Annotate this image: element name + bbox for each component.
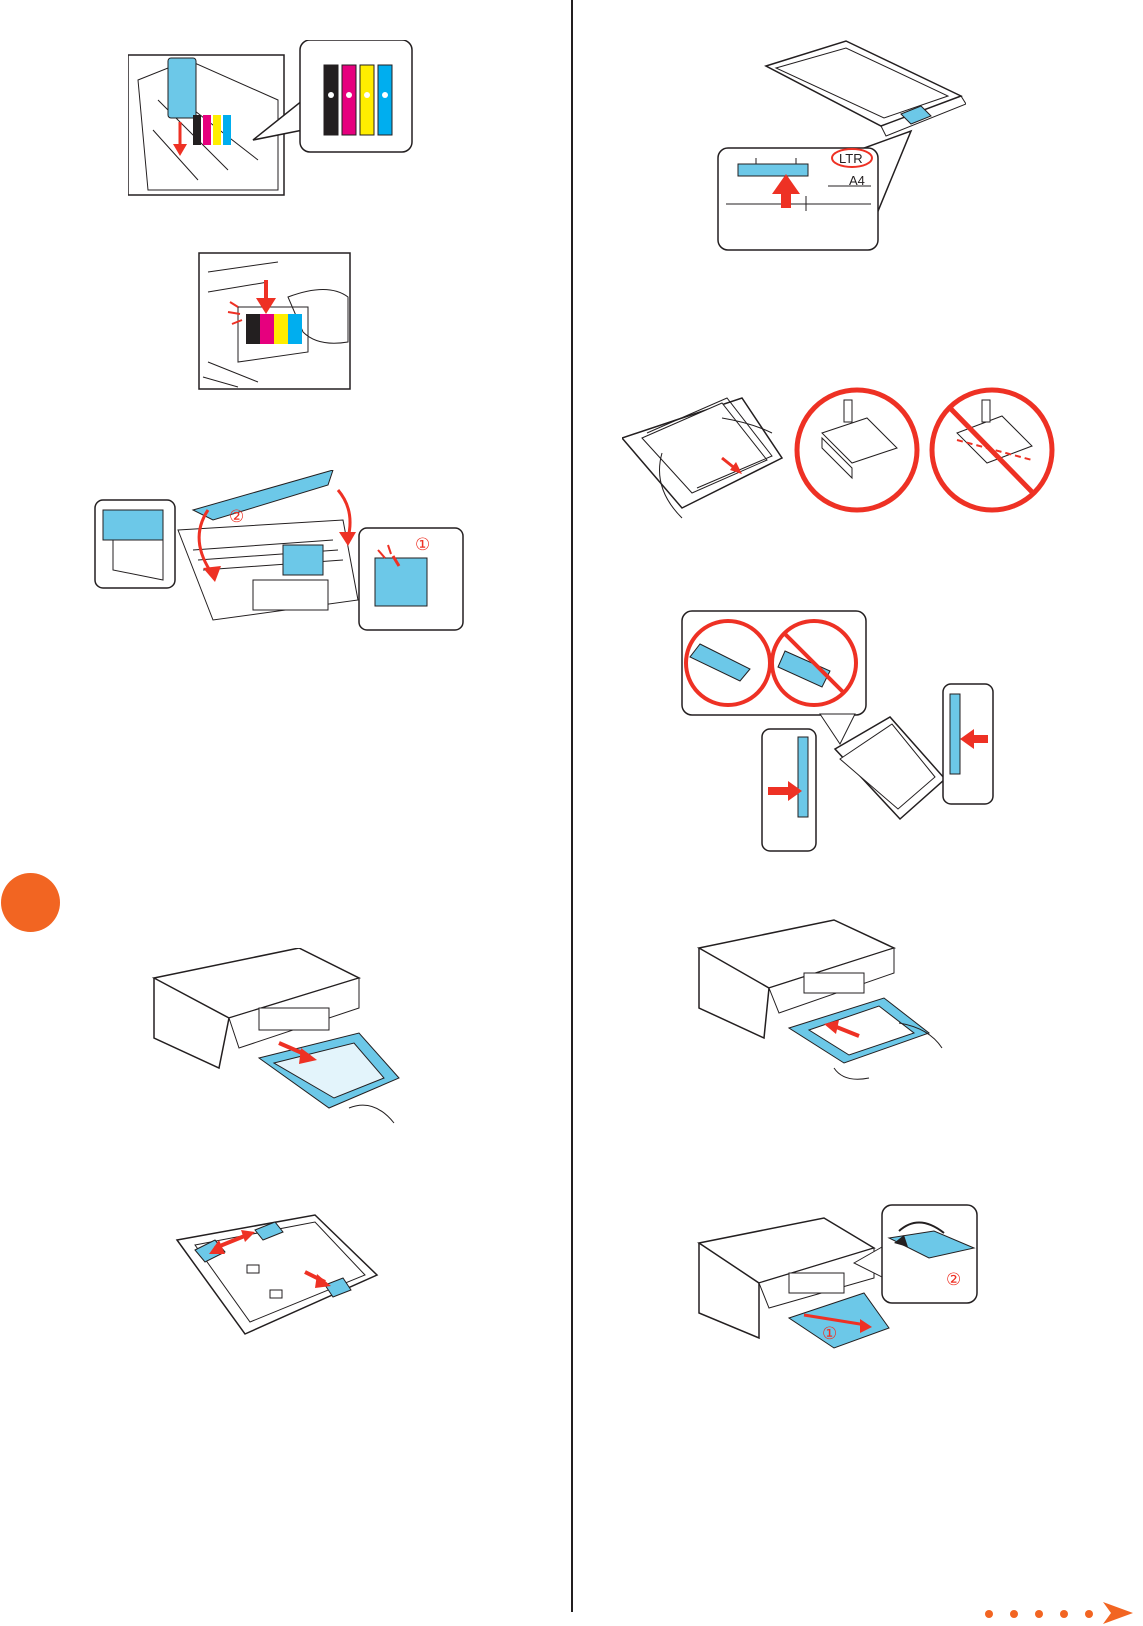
figure-insert-cartridge bbox=[128, 40, 428, 200]
figure-press-cartridge bbox=[198, 252, 351, 390]
column-divider bbox=[571, 0, 573, 1612]
step-one-label: ① bbox=[822, 1324, 837, 1344]
figure-load-paper bbox=[622, 378, 1059, 528]
step-one-label: ① bbox=[415, 535, 430, 555]
figure-guides-against-paper bbox=[680, 609, 995, 853]
figure-paper-size-guide: LTR A4 bbox=[716, 36, 966, 253]
step-two-label: ② bbox=[946, 1270, 961, 1290]
figure-slide-guides bbox=[175, 1210, 379, 1336]
figure-pull-cassette bbox=[149, 948, 402, 1136]
figure-close-scanner: ② ① bbox=[93, 470, 465, 632]
step-two-label: ② bbox=[229, 507, 244, 527]
figure-insert-cassette bbox=[694, 918, 946, 1088]
orange-circle-icon bbox=[1, 873, 60, 932]
paper-size-a4-label: A4 bbox=[849, 173, 865, 188]
figure-extend-output-tray: ① ② bbox=[694, 1203, 979, 1359]
paper-size-ltr-label: LTR bbox=[839, 151, 863, 166]
continue-arrow-icon bbox=[985, 1600, 1135, 1626]
